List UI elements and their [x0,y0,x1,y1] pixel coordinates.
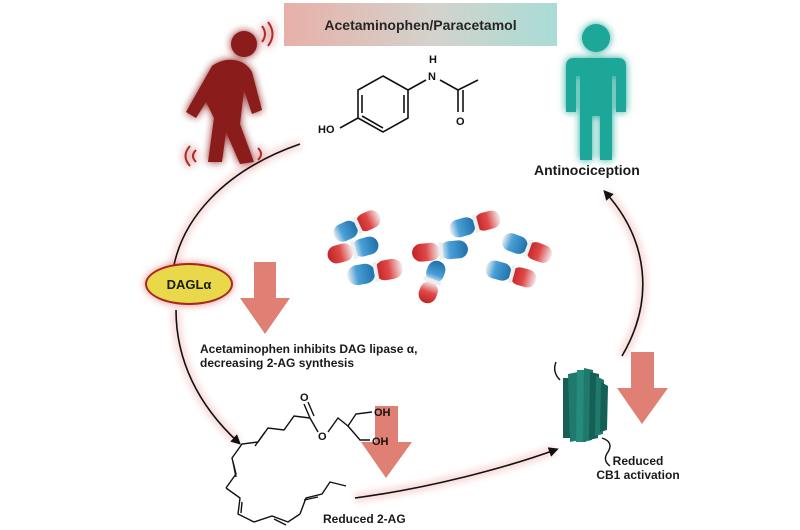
molecule-hydroxyl-label: HO [318,124,335,136]
pill-capsule-icon [502,233,552,263]
2ag-ester-o-label: O [318,431,327,443]
molecule-amide-n-label: N [428,71,436,83]
reduced-2ag-label: Reduced 2-AG [323,512,406,526]
arc-acetaminophen-to-dagl [171,143,301,279]
pill-capsule-icon [449,210,501,238]
person-in-pain-icon [184,21,274,167]
down-arrow-2ag [361,406,412,478]
title-banner: Acetaminophen/Paracetamol [284,3,557,46]
pill-capsule-icon [412,240,468,262]
pill-capsule-icon [327,236,379,264]
pill-capsule-icon [333,210,381,242]
outcome-label: Antinociception [534,162,640,178]
2ag-structure [225,401,373,526]
down-arrow-inhibition [240,262,290,334]
inhibition-caption-line1: Acetaminophen inhibits DAG lipase α, [200,342,418,356]
reduced-cb1-line1: Reduced [612,454,664,468]
reduced-cb1-line2: CB1 activation [596,468,680,483]
acetaminophen-structure [339,75,479,133]
2ag-oh-top-label: OH [374,407,391,419]
enzyme-badge: DAGLα [145,263,233,305]
pill-capsule-icon [418,260,446,304]
molecule-amide-h-label: H [429,54,437,66]
reduced-cb1-caption: Reduced CB1 activation [590,454,686,483]
pill-capsule-icon [485,260,537,288]
cb1-receptor-icon [553,361,611,467]
inhibition-caption: Acetaminophen inhibits DAG lipase α, dec… [200,342,500,371]
enzyme-label: DAGLα [166,276,212,292]
inhibition-caption-line2: decreasing 2-AG synthesis [200,356,355,371]
arc-cb1-to-antinociception [603,190,644,357]
healthy-person-icon [566,24,626,160]
2ag-oh-bottom-label: OH [372,436,389,448]
pill-capsule-group [327,210,552,304]
pill-capsule-icon [347,258,403,286]
arc-dagl-to-2ag [175,309,241,445]
2ag-carbonyl-o-label: O [300,392,309,404]
down-arrow-cb1 [617,352,668,424]
molecule-carbonyl-o-label: O [456,116,465,128]
title-text: Acetaminophen/Paracetamol [324,16,517,33]
arc-2ag-to-cb1 [354,447,559,499]
